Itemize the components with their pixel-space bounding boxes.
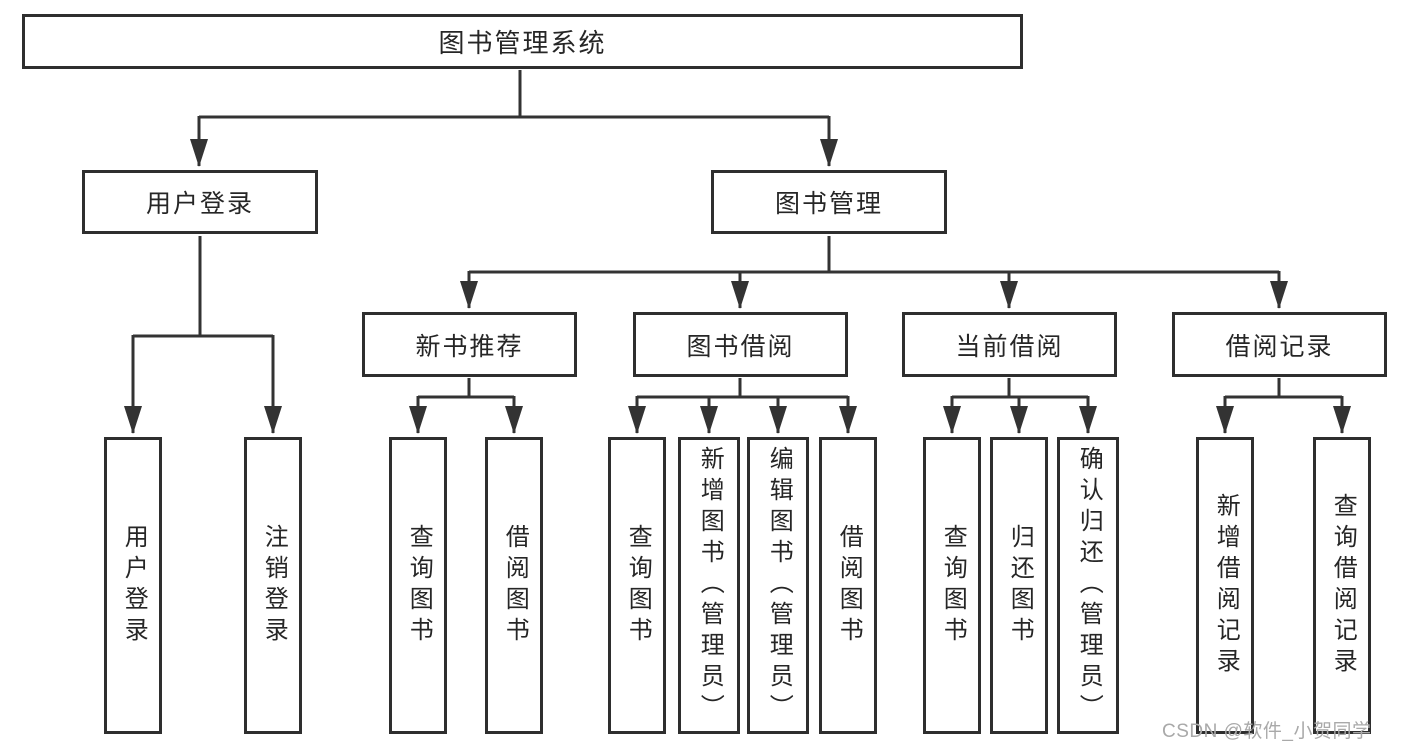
connector-root-to-level2 <box>190 70 838 167</box>
leaf-br-add-record: 新增借阅记录 <box>1196 437 1254 734</box>
connector-book-management-to-level3 <box>460 236 1288 309</box>
node-library-management-system: 图书管理系统 <box>22 14 1023 69</box>
node-label: 注销登录 <box>260 523 288 648</box>
node-label: 查询借阅记录 <box>1329 492 1357 679</box>
node-label: 借阅图书 <box>501 523 529 648</box>
connector-new-book-recommend-to-leaves <box>409 378 523 434</box>
node-book-management: 图书管理 <box>711 170 947 234</box>
connector-user-login-to-leaves <box>124 236 282 434</box>
connector-book-borrow-to-leaves <box>628 378 857 434</box>
leaf-nbr-borrow-book: 借阅图书 <box>485 437 543 734</box>
node-label: 查询图书 <box>939 523 967 648</box>
node-label: 归还图书 <box>1006 523 1034 648</box>
node-label: 新增图书（管理员） <box>696 446 724 725</box>
connector-current-borrow-to-leaves <box>943 378 1097 434</box>
node-label: 新增借阅记录 <box>1212 492 1240 679</box>
leaf-bb-borrow-book: 借阅图书 <box>819 437 877 734</box>
node-book-borrow: 图书借阅 <box>633 312 848 377</box>
node-label: 新书推荐 <box>415 332 524 361</box>
node-label: 借阅记录 <box>1225 332 1334 361</box>
node-label: 编辑图书（管理员） <box>765 446 793 725</box>
node-label: 查询图书 <box>405 523 433 648</box>
leaf-bb-edit-book-admin: 编辑图书（管理员） <box>747 437 809 734</box>
leaf-bb-add-book-admin: 新增图书（管理员） <box>678 437 740 734</box>
node-new-book-recommend: 新书推荐 <box>362 312 577 377</box>
leaf-cb-query-book: 查询图书 <box>923 437 981 734</box>
leaf-nbr-query-book: 查询图书 <box>389 437 447 734</box>
node-label: 图书管理 <box>774 190 883 218</box>
connector-borrow-records-to-leaves <box>1216 378 1351 434</box>
leaf-logout: 注销登录 <box>244 437 302 734</box>
node-label: 当前借阅 <box>955 332 1064 361</box>
node-label: 查询图书 <box>624 523 652 648</box>
node-borrow-records: 借阅记录 <box>1172 312 1387 377</box>
node-user-login: 用户登录 <box>82 170 318 234</box>
leaf-user-login: 用户登录 <box>104 437 162 734</box>
leaf-cb-return-book: 归还图书 <box>990 437 1048 734</box>
node-label: 借阅图书 <box>835 523 863 648</box>
leaf-bb-query-book: 查询图书 <box>608 437 666 734</box>
node-label: 图书借阅 <box>686 332 795 361</box>
node-current-borrow: 当前借阅 <box>902 312 1117 377</box>
leaf-br-query-record: 查询借阅记录 <box>1313 437 1371 734</box>
node-label: 用户登录 <box>145 190 254 218</box>
leaf-cb-confirm-return-admin: 确认归还（管理员） <box>1057 437 1119 734</box>
node-label: 确认归还（管理员） <box>1075 446 1103 725</box>
csdn-watermark: CSDN @软件_小贺同学 <box>1162 721 1372 742</box>
node-label: 图书管理系统 <box>438 28 607 58</box>
node-label: 用户登录 <box>120 523 148 648</box>
